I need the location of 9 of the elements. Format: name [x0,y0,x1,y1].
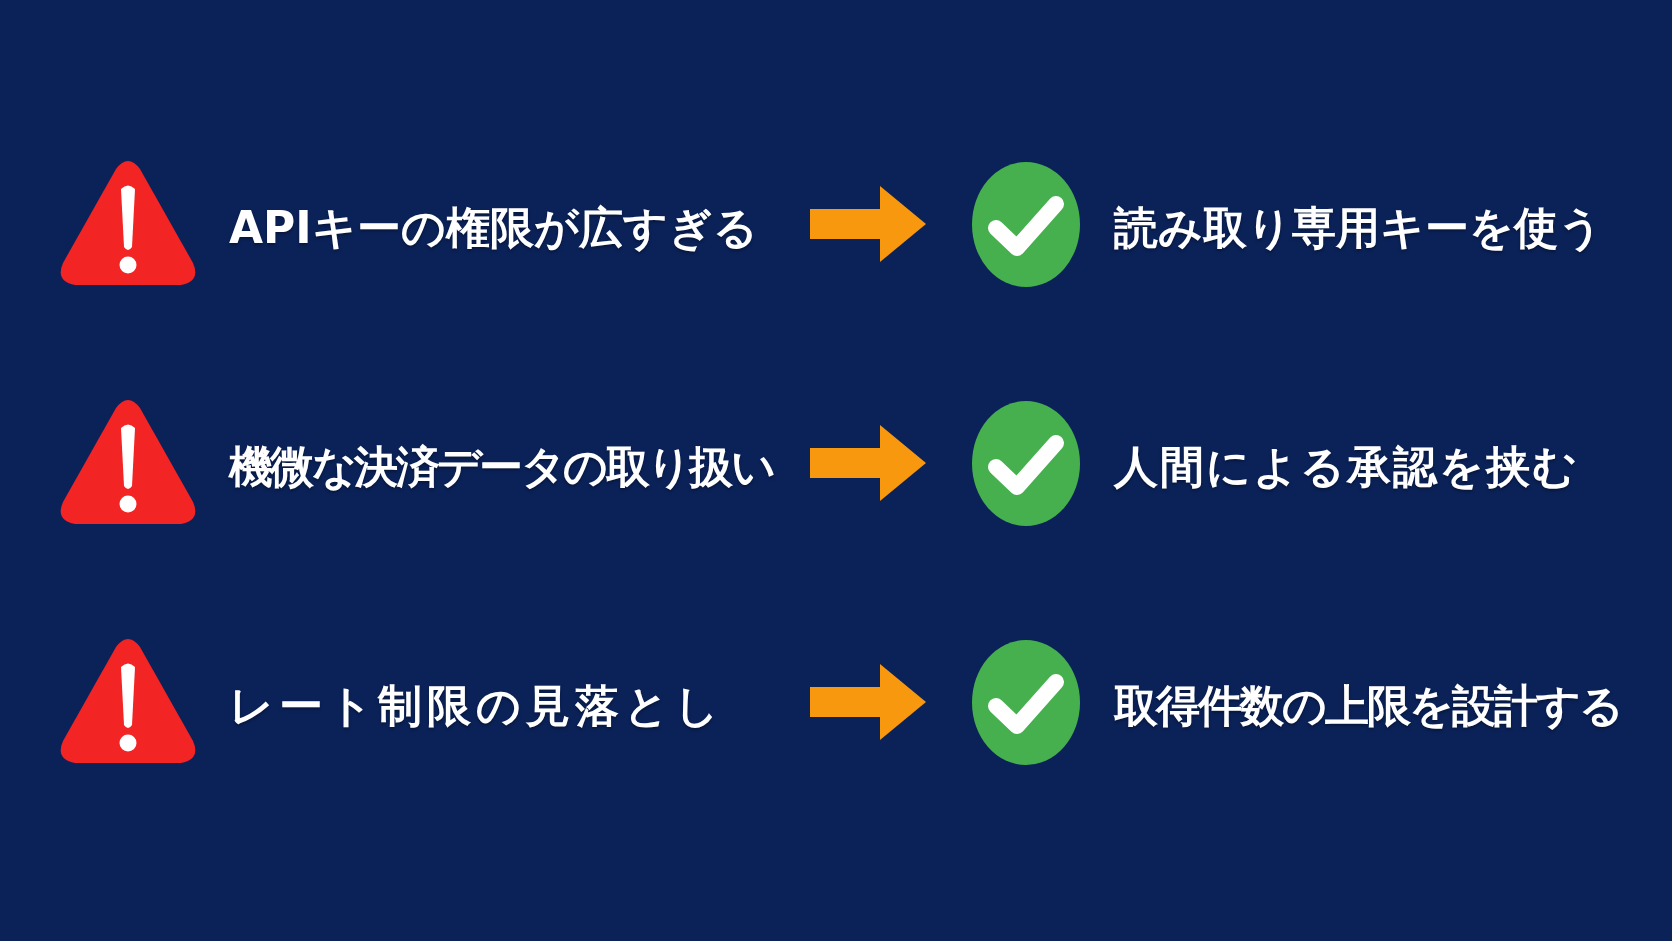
arrow [810,186,926,262]
problem-text: レート制限の見落とし [229,679,724,733]
solution-text: 読み取り専用キーを使う [1114,201,1603,255]
solution-text: 取得件数の上限を設計する [1114,679,1622,733]
problem-text: APIキーの権限が広すぎる [229,201,758,255]
arrow [810,664,926,740]
problem-text: 機微な決済データの取り扱い [229,440,774,494]
solution-text: 人間による承認を挟む [1114,440,1579,494]
arrow [810,425,926,501]
